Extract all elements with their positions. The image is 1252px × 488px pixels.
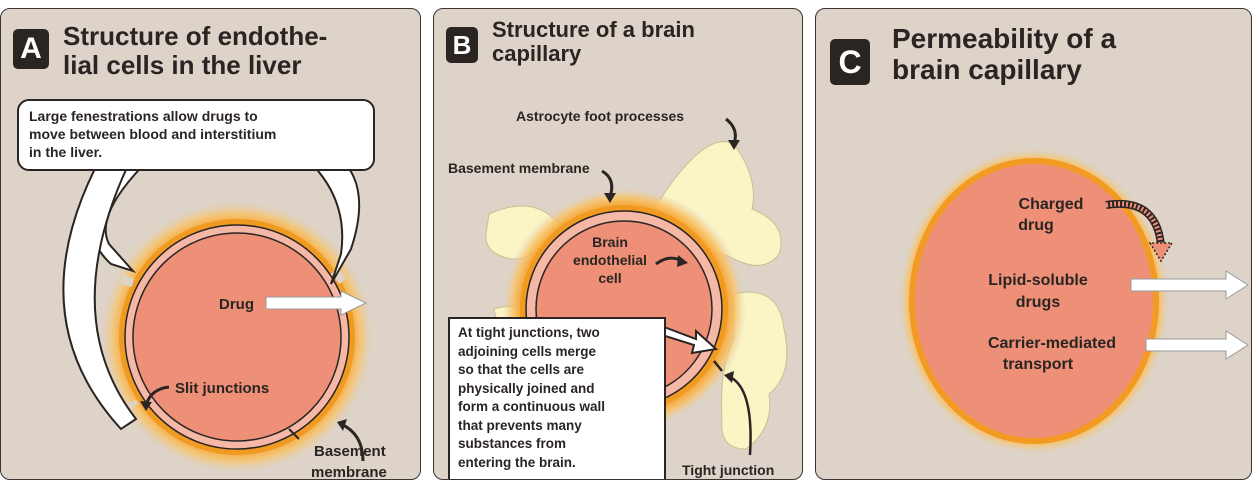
carrier-label-line1: Carrier-mediated — [988, 335, 1116, 352]
lipid-label-line1: Lipid-soluble — [988, 272, 1088, 289]
panel-b-title-line2: capillary — [492, 43, 695, 65]
panel-b-brain-capillary: Astrocyte foot processes Basement membra… — [433, 8, 803, 480]
slit-junctions-label: Slit junctions — [175, 380, 269, 397]
tight-junction-label: Tight junction — [682, 462, 774, 478]
brain-endo-label-line3: cell — [598, 270, 621, 286]
tj-callout-line5: form a continuous wall — [458, 398, 656, 417]
brain-endo-label-line2: endothelial — [573, 252, 647, 268]
panel-c-brain-permeability: Charged drug Lipid-soluble drugs Carrier… — [815, 8, 1252, 480]
tight-junction-callout-box: At tight junctions, two adjoining cells … — [448, 317, 666, 480]
tj-callout-line7: substances from — [458, 435, 656, 454]
panel-a-title-line1: Structure of endothe- — [63, 23, 327, 49]
capillary-lumen — [133, 233, 341, 441]
astrocyte-label: Astrocyte foot processes — [516, 108, 684, 124]
drug-label: Drug — [219, 296, 254, 313]
charged-label-line1: Charged — [1019, 196, 1084, 213]
liver-callout-line2: move between blood and interstitium — [29, 125, 363, 143]
panel-c-title-line1: Permeability of a — [892, 25, 1116, 53]
liver-callout-line3: in the liver. — [29, 143, 363, 161]
badge-a: A — [13, 29, 49, 69]
lipid-label-line2: drugs — [1016, 294, 1061, 311]
basement-label-line2: membrane — [311, 464, 387, 480]
panel-a-title: Structure of endothe- lial cells in the … — [63, 23, 327, 78]
fenestration-gap-left — [121, 279, 133, 283]
panel-c-title: Permeability of a brain capillary — [892, 25, 1116, 84]
tj-callout-line1: At tight junctions, two — [458, 324, 656, 343]
tj-callout-line2: adjoining cells merge — [458, 343, 656, 362]
charged-label-line2: drug — [1018, 217, 1054, 234]
liver-callout-box: Large fenestrations allow drugs to move … — [17, 99, 375, 171]
tj-callout-line8: entering the brain. — [458, 454, 656, 473]
badge-b: B — [446, 27, 478, 63]
liver-callout-line1: Large fenestrations allow drugs to — [29, 107, 363, 125]
brain-basement-label: Basement membrane — [448, 160, 590, 176]
panel-a-title-line2: lial cells in the liver — [63, 52, 327, 78]
panel-c-title-line2: brain capillary — [892, 56, 1116, 84]
tj-callout-line4: physically joined and — [458, 380, 656, 399]
panel-a-liver-endothelium: Drug Slit junctions Basement membrane A … — [0, 8, 421, 480]
brain-endo-label-line1: Brain — [592, 234, 628, 250]
carrier-label-line2: transport — [1003, 356, 1074, 373]
panel-b-title-line1: Structure of a brain — [492, 19, 695, 41]
tj-callout-line6: that prevents many — [458, 417, 656, 436]
badge-c: C — [830, 39, 870, 85]
panel-b-title: Structure of a brain capillary — [492, 19, 695, 65]
tj-callout-line3: so that the cells are — [458, 361, 656, 380]
basement-label-line1: Basement — [314, 443, 386, 460]
